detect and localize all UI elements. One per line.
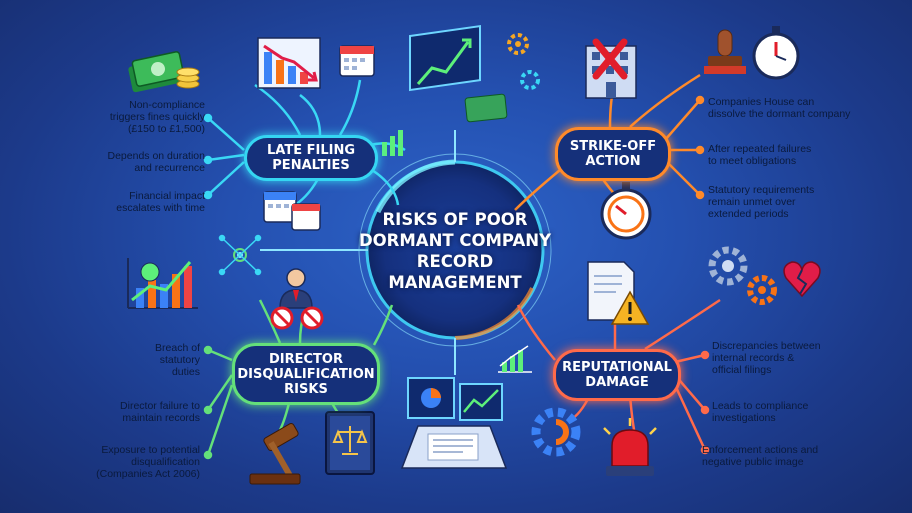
- center-title: RISKS OF POOR DORMANT COMPANY RECORD MAN…: [358, 210, 552, 292]
- director-disqualification-node: DIRECTOR DISQUALIFICATION RISKS: [232, 343, 380, 405]
- strike-off-action-node: STRIKE-OFF ACTION: [555, 127, 671, 181]
- calendar-icon: [339, 45, 375, 77]
- gavel-icon: [249, 423, 301, 485]
- broken-heart-icon: [783, 261, 821, 298]
- director-point-3: Exposure to potential disqualification (…: [96, 444, 200, 480]
- director-point-2: Director failure to maintain records: [120, 400, 200, 424]
- late-filing-penalties-node: LATE FILING PENALTIES: [244, 135, 378, 181]
- gear-icon: [531, 407, 581, 457]
- gear-icon: [747, 275, 777, 305]
- director-point-1: Breach of statutory duties: [155, 342, 200, 378]
- growth-bar-chart-icon: [127, 258, 198, 309]
- calendar-icon: [263, 191, 297, 223]
- reputational-point-1: Discrepancies between internal records &…: [712, 340, 821, 376]
- late-filing-point-2: Depends on duration and recurrence: [107, 150, 206, 174]
- rising-chart-board-icon: [409, 25, 508, 123]
- document-warning-icon: [587, 261, 650, 325]
- growth-bar-chart-icon: [382, 130, 403, 156]
- gear-icon: [520, 70, 540, 90]
- strike-off-point-2: After repeated failures to meet obligati…: [708, 143, 812, 167]
- strike-off-point-3: Statutory requirements remain unmet over…: [708, 184, 815, 220]
- director-person-icon: [279, 268, 313, 309]
- reputational-damage-node: REPUTATIONAL DAMAGE: [553, 349, 681, 401]
- laptop-charts-icon: [400, 377, 508, 469]
- calendar-icon: [291, 203, 321, 231]
- late-filing-point-1: Non-compliance triggers fines quickly (£…: [109, 99, 205, 135]
- law-book-icon: [325, 411, 375, 475]
- stopwatch-icon: [600, 182, 652, 240]
- red-cross-icon: [592, 38, 628, 80]
- cash-stack-icon: [128, 51, 200, 93]
- reputational-point-2: Leads to compliance investigations: [712, 400, 809, 424]
- reputational-point-3: Enforcement actions and negative public …: [702, 444, 819, 468]
- stopwatch-icon: [752, 26, 800, 80]
- rubber-stamp-icon: [704, 29, 746, 74]
- center-node: [358, 153, 552, 347]
- gear-icon: [708, 246, 748, 286]
- gear-icon: [507, 33, 529, 55]
- connectors-center: [233, 130, 456, 375]
- late-filing-point-3: Financial impact escalates with time: [116, 190, 205, 214]
- strike-off-point-1: Companies House can dissolve the dormant…: [708, 96, 851, 120]
- prohibited-icon: [270, 306, 324, 330]
- declining-bar-chart-icon: [257, 37, 321, 89]
- growth-bar-chart-icon: [498, 345, 532, 373]
- alarm-light-icon: [603, 418, 657, 476]
- network-node-icon: [218, 234, 262, 276]
